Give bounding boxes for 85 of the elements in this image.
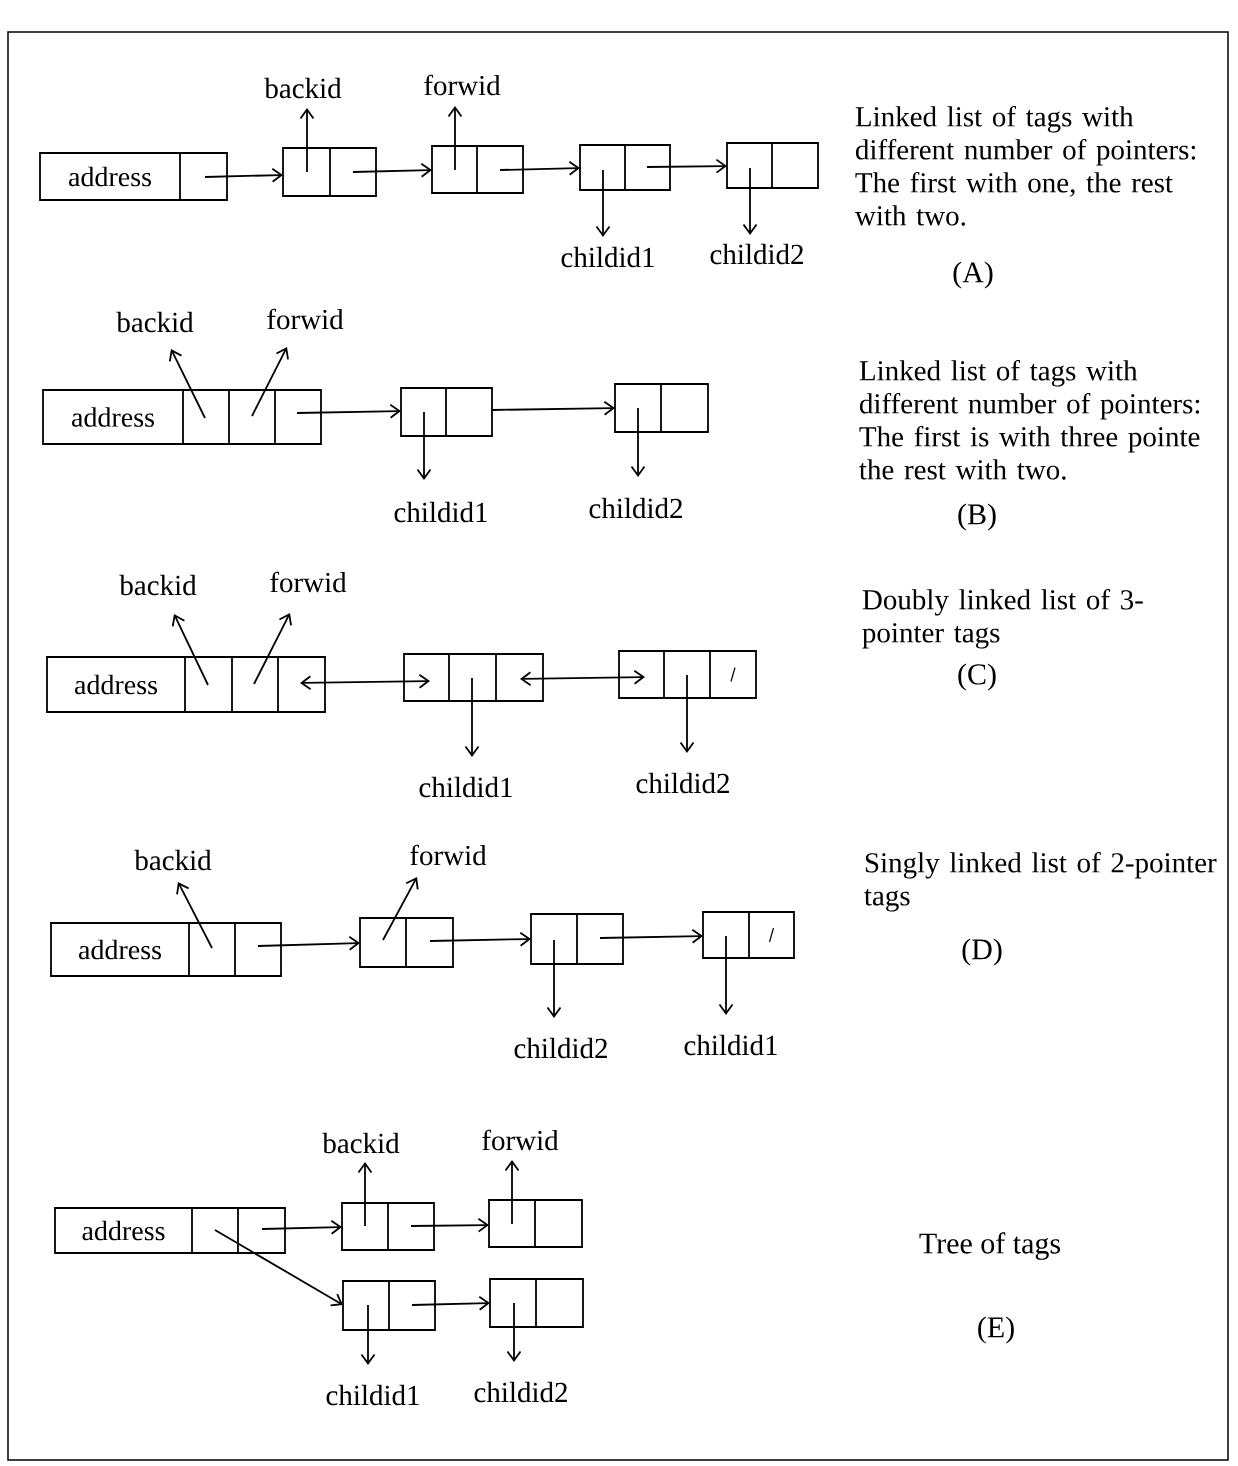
pointer-label: backid bbox=[116, 311, 194, 333]
arrow bbox=[357, 1162, 373, 1227]
pointer-label: backid bbox=[322, 1132, 400, 1154]
pointer-record bbox=[282, 147, 377, 197]
arrow bbox=[646, 158, 727, 174]
pointer-record bbox=[342, 1280, 436, 1331]
pointer-label: childid2 bbox=[636, 772, 729, 794]
arrow bbox=[171, 614, 209, 686]
arrow bbox=[506, 1302, 522, 1362]
description-text: Singly linked list of 2-pointer tags bbox=[864, 851, 1217, 912]
address-record: address bbox=[54, 1207, 286, 1254]
pointer-label: forwid bbox=[482, 1129, 559, 1151]
pointer-label: forwid bbox=[270, 571, 347, 593]
pointer-record bbox=[403, 653, 544, 702]
arrow bbox=[447, 106, 463, 171]
pointer-label: forwid bbox=[410, 844, 487, 866]
pointer-record bbox=[579, 144, 671, 191]
arrow bbox=[261, 1219, 342, 1235]
pointer-label: backid bbox=[134, 849, 212, 871]
arrow bbox=[464, 677, 480, 757]
pointer-label: childid1 bbox=[561, 246, 654, 268]
pointer-record bbox=[400, 387, 493, 437]
panel-letter: (A) bbox=[953, 261, 993, 289]
pointer-label: childid1 bbox=[419, 776, 512, 798]
arrow bbox=[742, 167, 758, 235]
pointer-label: childid2 bbox=[474, 1381, 567, 1403]
pointer-label: childid1 bbox=[684, 1034, 777, 1056]
arrow bbox=[253, 613, 292, 685]
pointer-record bbox=[726, 142, 819, 189]
pointer-label: childid2 bbox=[514, 1037, 607, 1059]
pointer-record bbox=[341, 1202, 435, 1251]
description-text: Linked list of tags with different number of pointers: The first is with three pointe the rest with two. bbox=[859, 359, 1200, 480]
arrow bbox=[296, 403, 401, 419]
pointer-label: backid bbox=[264, 77, 342, 99]
arrow bbox=[599, 928, 703, 944]
panel-letter: Tree of tags bbox=[919, 1232, 1060, 1260]
address-record: address bbox=[42, 389, 322, 445]
pointer-label: childid2 bbox=[710, 243, 803, 265]
arrow bbox=[299, 108, 315, 173]
pointer-label: backid bbox=[119, 574, 197, 596]
description-text: Doubly linked list of 3-pointer tags bbox=[862, 588, 1143, 649]
arrow bbox=[257, 935, 360, 951]
arrow bbox=[410, 1217, 489, 1233]
arrow bbox=[491, 400, 615, 416]
arrow bbox=[630, 407, 646, 477]
description-text: Linked list of tags with different number of pointers: The first with one, the rest with two. bbox=[854, 105, 1196, 226]
pointer-label: childid1 bbox=[326, 1384, 419, 1406]
pointer-record bbox=[614, 383, 709, 433]
arrow bbox=[360, 1304, 376, 1365]
panel-letter: (B) bbox=[958, 503, 996, 531]
address-record: address bbox=[39, 152, 228, 201]
arrow bbox=[546, 939, 562, 1018]
arrow bbox=[416, 411, 432, 480]
arrow bbox=[718, 935, 734, 1015]
arrow bbox=[411, 1295, 490, 1311]
arrow bbox=[504, 1160, 520, 1225]
arrow bbox=[679, 674, 695, 753]
pointer-record bbox=[359, 917, 454, 968]
pointer-record bbox=[488, 1199, 583, 1248]
arrow bbox=[429, 931, 531, 947]
arrow bbox=[499, 160, 580, 176]
arrow bbox=[520, 669, 645, 687]
pointer-record bbox=[702, 911, 795, 959]
pointer-label: forwid bbox=[424, 74, 501, 96]
panel-letter: (C) bbox=[958, 663, 996, 691]
pointer-record bbox=[489, 1278, 584, 1328]
arrow bbox=[251, 347, 289, 417]
arrow bbox=[300, 673, 430, 691]
pointer-record bbox=[530, 913, 624, 965]
pointer-record bbox=[431, 145, 524, 194]
arrow bbox=[352, 162, 432, 178]
pointer-label: childid2 bbox=[589, 497, 682, 519]
arrow bbox=[204, 167, 283, 183]
address-record: address bbox=[46, 656, 326, 713]
panel-letter: (E) bbox=[978, 1316, 1014, 1344]
arrow bbox=[214, 1229, 343, 1307]
pointer-record bbox=[618, 650, 757, 699]
panel-letter: (D) bbox=[962, 938, 1002, 966]
arrow bbox=[176, 882, 213, 949]
arrow bbox=[168, 349, 206, 419]
arrow bbox=[595, 169, 611, 237]
pointer-label: forwid bbox=[267, 308, 344, 330]
arrow bbox=[382, 877, 419, 941]
address-record: address bbox=[50, 922, 282, 977]
pointer-label: childid1 bbox=[394, 501, 487, 523]
